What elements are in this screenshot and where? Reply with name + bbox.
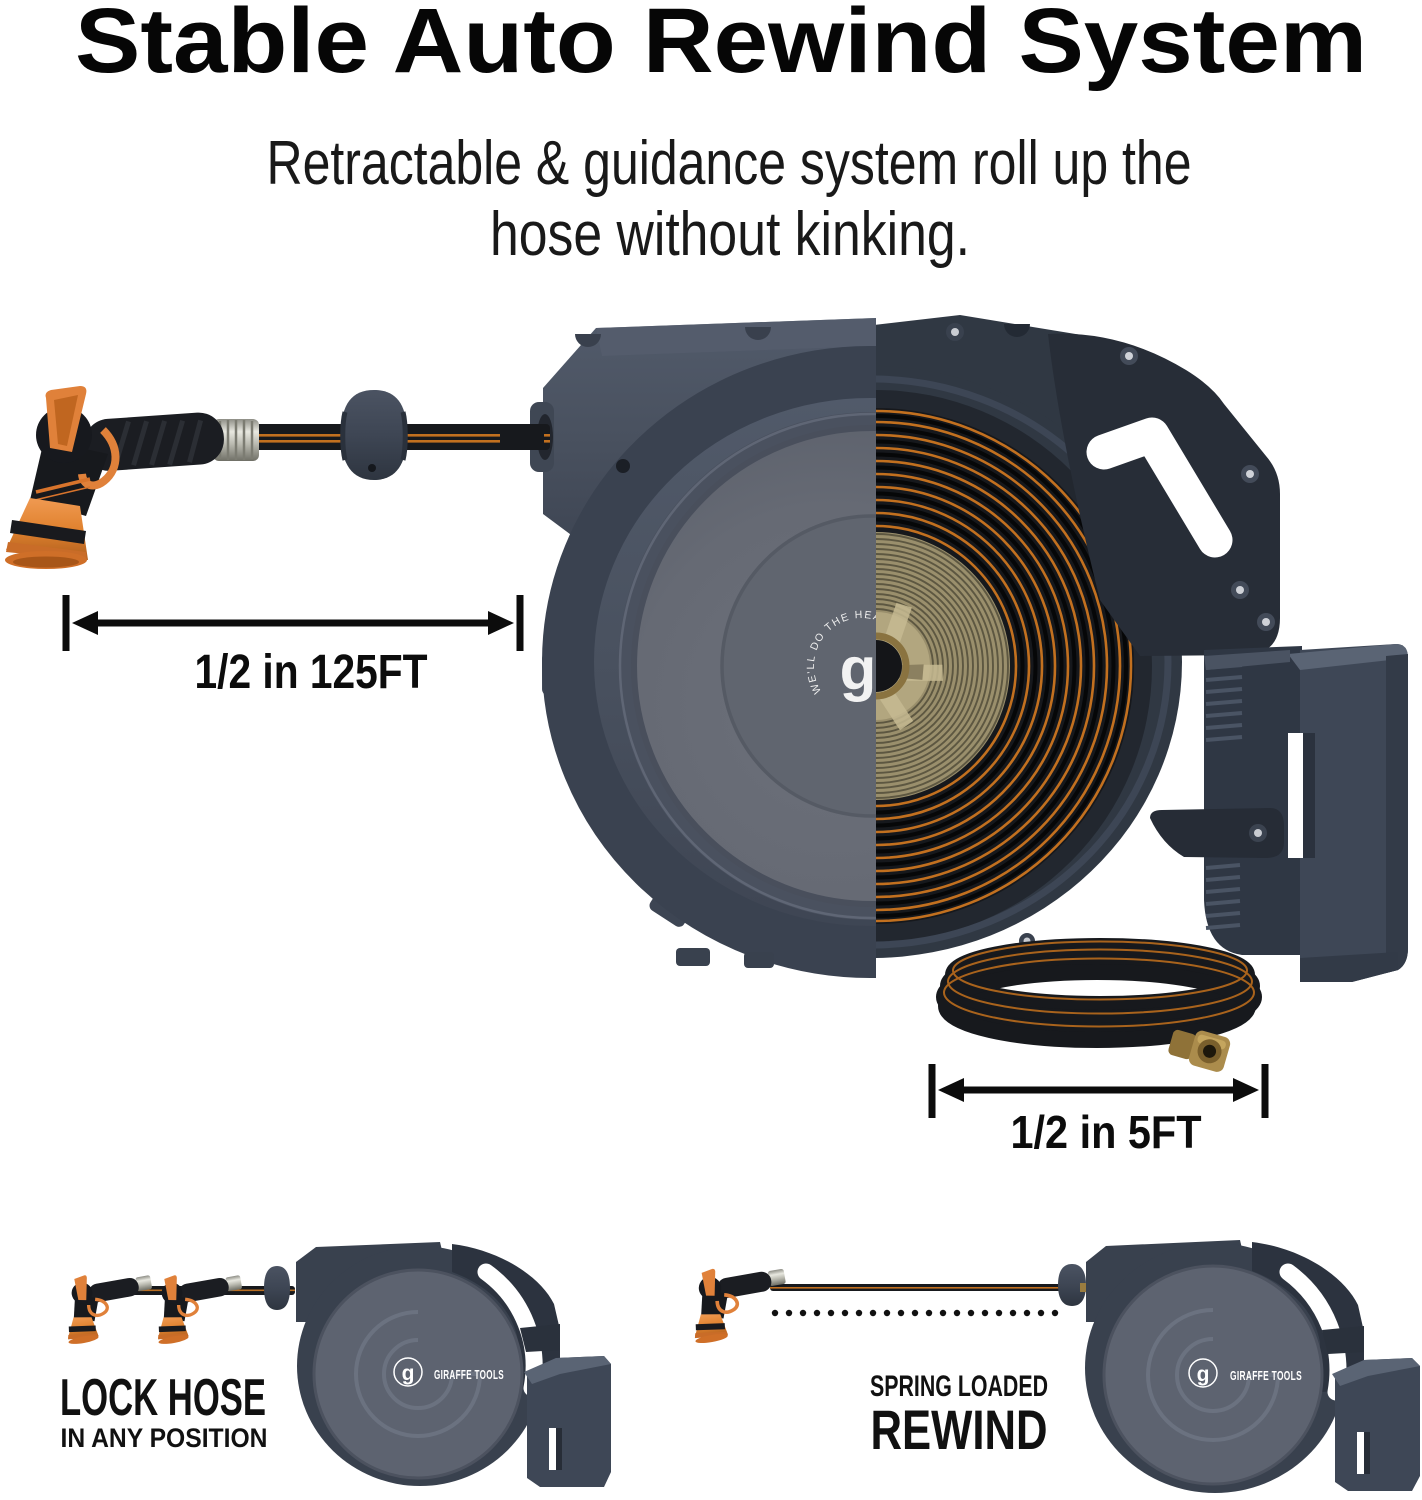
svg-text:hose without kinking.: hose without kinking.	[490, 200, 970, 269]
svg-text:GIRAFFE TOOLS: GIRAFFE TOOLS	[434, 1368, 504, 1382]
svg-text:1/2 in 5FT: 1/2 in 5FT	[1011, 1106, 1202, 1158]
svg-text:SPRING LOADED: SPRING LOADED	[870, 1370, 1048, 1403]
svg-text:REWIND: REWIND	[871, 1398, 1048, 1461]
svg-text:g: g	[1197, 1363, 1210, 1386]
svg-text:1/2 in 125FT: 1/2 in 125FT	[195, 646, 428, 699]
svg-text:Stable Auto Rewind System: Stable Auto Rewind System	[75, 0, 1367, 92]
svg-text:Retractable & guidance system: Retractable & guidance system roll up th…	[267, 129, 1192, 198]
svg-text:g: g	[402, 1362, 415, 1385]
svg-text:GIRAFFE TOOLS: GIRAFFE TOOLS	[1230, 1368, 1302, 1383]
svg-text:LOCK HOSE: LOCK HOSE	[60, 1369, 266, 1427]
svg-text:g: g	[840, 635, 877, 702]
svg-text:IN ANY POSITION: IN ANY POSITION	[61, 1423, 268, 1453]
